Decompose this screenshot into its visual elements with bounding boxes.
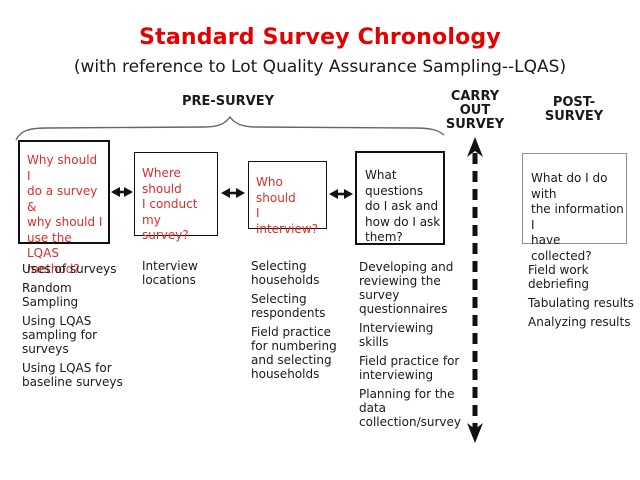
pre-survey-brace-icon <box>15 115 445 141</box>
list-item: Selecting respondents <box>251 292 326 320</box>
topic-list-questions: Developing and reviewing the survey ques… <box>359 260 465 434</box>
page-subtitle: (with reference to Lot Quality Assurance… <box>73 57 567 77</box>
list-item: Developing and reviewing the survey ques… <box>359 260 454 316</box>
list-item: Uses of surveys <box>22 262 117 276</box>
section-header-post-survey: POST- SURVEY <box>544 95 604 124</box>
list-item: Field work debriefing <box>528 263 590 291</box>
question-box-what-questions: What questions do I ask and how do I ask… <box>355 151 445 245</box>
list-item: Using LQAS sampling for surveys <box>22 314 98 356</box>
list-item: Planning for the data collection/survey <box>359 387 461 429</box>
dashed-vertical-double-arrow-icon <box>467 137 483 443</box>
question-box-why-survey: Why should I do a survey & why should I … <box>18 140 110 276</box>
topic-list-who: Selecting households Selecting responden… <box>251 259 351 386</box>
list-item: Using LQAS for baseline surveys <box>22 361 123 389</box>
double-headed-arrow-icon <box>221 188 245 198</box>
list-item: Field practice for numbering and selecti… <box>251 325 337 381</box>
list-item: Interviewing skills <box>359 321 434 349</box>
list-item: Tabulating results <box>528 296 634 310</box>
double-headed-arrow-icon <box>329 189 353 199</box>
question-box-where-survey: Where should I conduct my survey? <box>134 152 218 242</box>
topic-list-why: Uses of surveys Random Sampling Using LQ… <box>22 262 126 394</box>
list-item: Selecting households <box>251 259 320 287</box>
question-box-who-interview: Who should I interview? <box>248 161 327 236</box>
list-item: Field practice for interviewing <box>359 354 460 382</box>
section-header-pre-survey: PRE-SURVEY <box>181 94 275 109</box>
topic-list-where: Interview locations <box>142 259 238 292</box>
page-title: Standard Survey Chronology <box>139 25 501 50</box>
question-box-what-info: What do I do with the information I have… <box>522 153 627 263</box>
list-item: Analyzing results <box>528 315 631 329</box>
double-headed-arrow-icon <box>111 187 133 197</box>
section-header-carry-out-survey: CARRY OUT SURVEY <box>445 89 505 132</box>
topic-list-post: Field work debriefing Tabulating results… <box>528 263 640 334</box>
list-item: Random Sampling <box>22 281 79 309</box>
list-item: Interview locations <box>142 259 198 287</box>
